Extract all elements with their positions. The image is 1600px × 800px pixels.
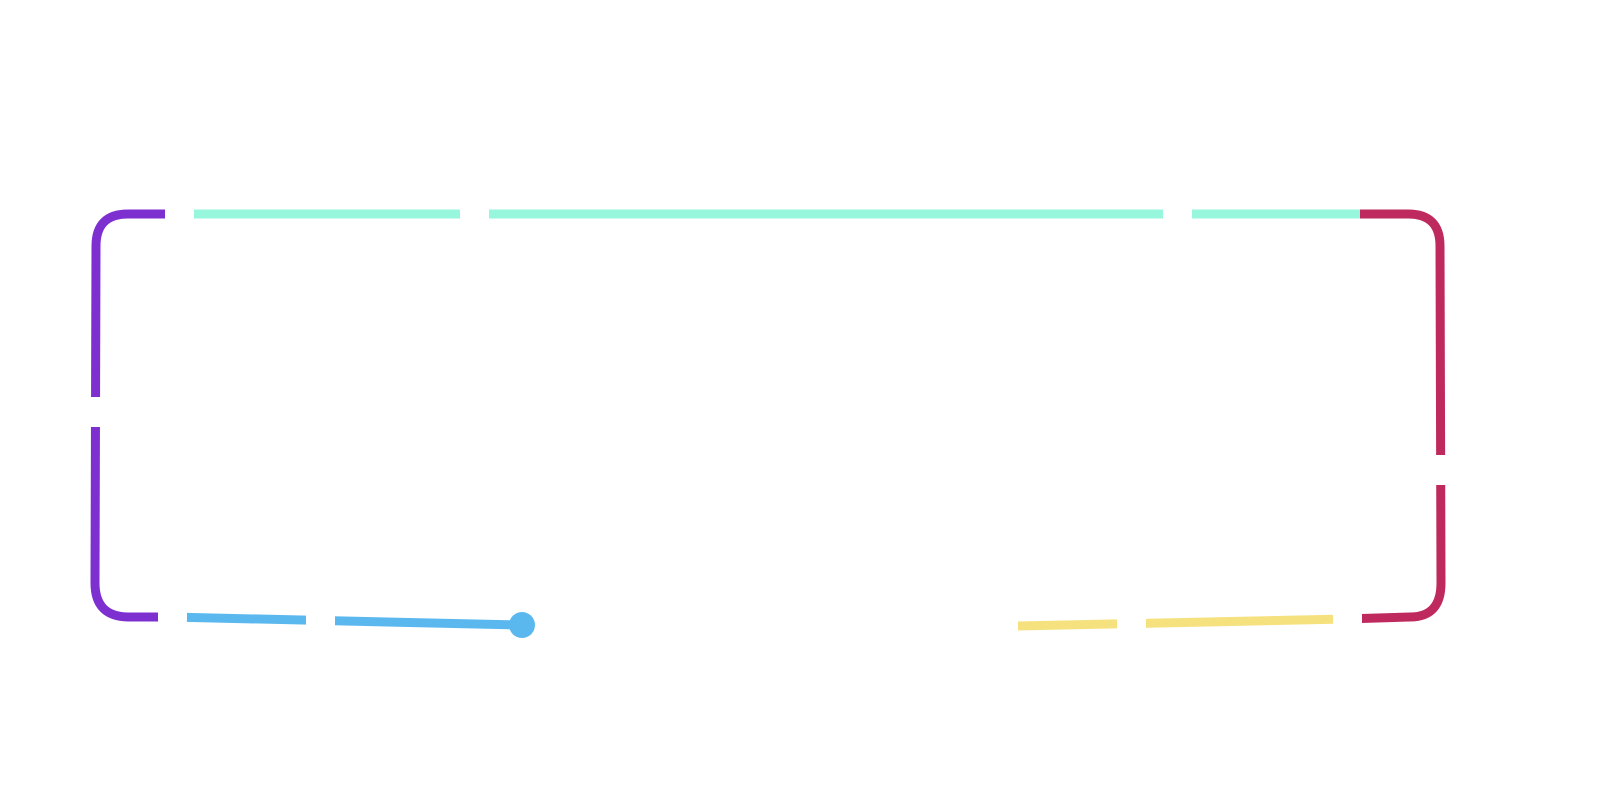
gap bbox=[1333, 608, 1362, 630]
end-marker-dot bbox=[509, 612, 535, 638]
gap bbox=[1429, 455, 1453, 485]
gap bbox=[460, 204, 489, 226]
gap bbox=[84, 397, 108, 427]
path-gaps bbox=[84, 204, 1453, 634]
gap bbox=[165, 204, 194, 226]
path-segments bbox=[90, 209, 1446, 631]
gap bbox=[158, 604, 187, 626]
sky-segment bbox=[169, 612, 521, 630]
gap bbox=[1163, 204, 1192, 226]
gap bbox=[1117, 612, 1146, 634]
crimson-segment bbox=[1344, 209, 1446, 624]
yellow-segment bbox=[1017, 614, 1346, 631]
gap bbox=[306, 609, 335, 631]
